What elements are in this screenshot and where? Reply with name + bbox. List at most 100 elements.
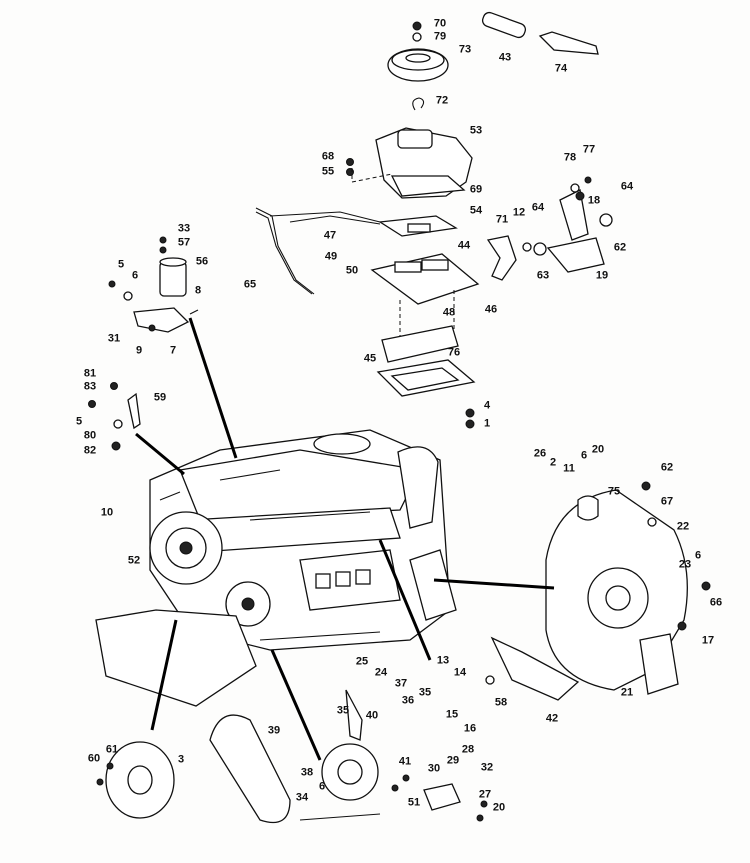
callout-8: 8 bbox=[194, 284, 202, 297]
callout-27: 27 bbox=[478, 788, 492, 801]
callout-80: 80 bbox=[83, 429, 97, 442]
callout-40: 40 bbox=[365, 709, 379, 722]
callout-48: 48 bbox=[442, 306, 456, 319]
callout-22: 22 bbox=[676, 520, 690, 533]
callout-60: 60 bbox=[87, 752, 101, 765]
callout-44: 44 bbox=[457, 239, 471, 252]
engine-assembly bbox=[95, 429, 457, 707]
coil-bracket bbox=[88, 236, 199, 451]
callout-69: 69 bbox=[469, 183, 483, 196]
alternator-assembly bbox=[299, 689, 488, 822]
callout-29: 29 bbox=[446, 754, 460, 767]
callout-1: 1 bbox=[483, 417, 491, 430]
callout-20: 20 bbox=[591, 443, 605, 456]
callout-12: 12 bbox=[512, 206, 526, 219]
callout-76: 76 bbox=[447, 346, 461, 359]
flywheel-housing bbox=[545, 481, 711, 695]
callout-18: 18 bbox=[587, 194, 601, 207]
callout-66: 66 bbox=[709, 596, 723, 609]
callout-7: 7 bbox=[169, 344, 177, 357]
callout-47: 47 bbox=[323, 229, 337, 242]
callout-81: 81 bbox=[83, 367, 97, 380]
callout-19: 19 bbox=[595, 269, 609, 282]
callout-82: 82 bbox=[83, 444, 97, 457]
callout-64: 64 bbox=[531, 201, 545, 214]
callout-77: 77 bbox=[582, 143, 596, 156]
callout-15: 15 bbox=[445, 708, 459, 721]
callout-24: 24 bbox=[374, 666, 388, 679]
callout-16: 16 bbox=[463, 722, 477, 735]
callout-4: 4 bbox=[483, 399, 491, 412]
callout-71: 71 bbox=[495, 213, 509, 226]
callout-26: 26 bbox=[533, 447, 547, 460]
callout-70: 70 bbox=[433, 17, 447, 30]
throttle-linkage bbox=[481, 11, 613, 281]
carburetor-stack bbox=[346, 21, 480, 429]
callout-13: 13 bbox=[436, 654, 450, 667]
callout-83: 83 bbox=[83, 380, 97, 393]
callout-52: 52 bbox=[127, 554, 141, 567]
callout-5: 5 bbox=[117, 258, 125, 271]
pulley-and-belt bbox=[96, 714, 291, 824]
callout-14: 14 bbox=[453, 666, 467, 679]
flywheel-cover bbox=[485, 636, 580, 701]
callout-25: 25 bbox=[355, 655, 369, 668]
callout-43: 43 bbox=[498, 51, 512, 64]
callout-37: 37 bbox=[394, 677, 408, 690]
callout-35b: 35 bbox=[336, 704, 350, 717]
callout-46: 46 bbox=[484, 303, 498, 316]
callout-57: 57 bbox=[177, 236, 191, 249]
callout-3: 3 bbox=[177, 753, 185, 766]
callout-17: 17 bbox=[701, 634, 715, 647]
callout-68: 68 bbox=[321, 150, 335, 163]
callout-61: 61 bbox=[105, 743, 119, 756]
callout-6d: 6 bbox=[318, 780, 326, 793]
callout-6b: 6 bbox=[580, 449, 588, 462]
callout-32: 32 bbox=[480, 761, 494, 774]
callout-34: 34 bbox=[295, 791, 309, 804]
callout-58: 58 bbox=[494, 696, 508, 709]
callout-79: 79 bbox=[433, 30, 447, 43]
callout-45: 45 bbox=[363, 352, 377, 365]
callout-50: 50 bbox=[345, 264, 359, 277]
callout-62: 62 bbox=[613, 241, 627, 254]
callout-65: 65 bbox=[243, 278, 257, 291]
callout-30: 30 bbox=[427, 762, 441, 775]
callout-74: 74 bbox=[554, 62, 568, 75]
callout-41: 41 bbox=[398, 755, 412, 768]
callout-42: 42 bbox=[545, 712, 559, 725]
callout-67: 67 bbox=[660, 495, 674, 508]
callout-59: 59 bbox=[153, 391, 167, 404]
callout-55: 55 bbox=[321, 165, 335, 178]
callout-10: 10 bbox=[100, 506, 114, 519]
callout-39: 39 bbox=[267, 724, 281, 737]
callout-2: 2 bbox=[549, 456, 557, 469]
callout-64b: 64 bbox=[620, 180, 634, 193]
callout-36: 36 bbox=[401, 694, 415, 707]
callout-75: 75 bbox=[607, 485, 621, 498]
callout-78: 78 bbox=[563, 151, 577, 164]
callout-21: 21 bbox=[620, 686, 634, 699]
callout-35: 35 bbox=[418, 686, 432, 699]
callout-73: 73 bbox=[458, 43, 472, 56]
callout-11: 11 bbox=[563, 462, 575, 475]
callout-49: 49 bbox=[324, 250, 338, 263]
callout-62b: 62 bbox=[660, 461, 674, 474]
callout-9: 9 bbox=[135, 344, 143, 357]
fuel-line bbox=[255, 207, 381, 295]
callout-56: 56 bbox=[195, 255, 209, 268]
callout-72: 72 bbox=[435, 94, 449, 107]
callout-6c: 6 bbox=[694, 549, 702, 562]
callout-54: 54 bbox=[469, 204, 483, 217]
callout-38: 38 bbox=[300, 766, 314, 779]
callout-23: 23 bbox=[678, 558, 692, 571]
callout-6: 6 bbox=[131, 269, 139, 282]
callout-33: 33 bbox=[177, 222, 191, 235]
callout-53: 53 bbox=[469, 124, 483, 137]
callout-5b: 5 bbox=[75, 415, 83, 428]
callout-31: 31 bbox=[107, 332, 121, 345]
leader-lines bbox=[135, 317, 555, 761]
callout-20b: 20 bbox=[492, 801, 506, 814]
